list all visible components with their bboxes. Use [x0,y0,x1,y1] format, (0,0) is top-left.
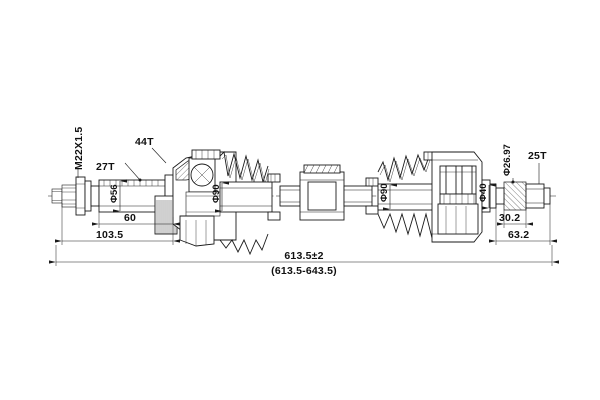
dimension-phi40: Φ40 [478,183,496,210]
dim-label-632: 63.2 [508,229,529,241]
dimension-25t: 25T [528,150,547,184]
outer-cv-joint [172,151,237,247]
dim-label-27t: 27T [96,161,115,173]
dim-label-1035: 103.5 [96,229,123,241]
center-damper-block [299,164,345,221]
dimension-302: 30.2 [497,208,533,228]
dimension-overall-length: 613.5±2 (613.5-643.5) [49,245,559,277]
dim-label-44t: 44T [135,136,154,148]
dimension-phi2697: Φ26.97 [502,144,515,184]
dimension-60: 60 [92,212,180,228]
inner-stub-shaft [495,181,551,211]
dimension-phi90-outer: Φ90 [211,181,229,213]
dim-label-phi40: Φ40 [478,183,489,202]
dimension-44t: 44T [135,136,167,164]
dimension-phi90-inner: Φ90 [379,183,397,211]
dimension-27t: 27T [96,161,142,182]
thread-crosshatch [62,187,76,205]
dimension-1035: 103.5 [55,203,180,245]
dim-label-25t: 25T [528,150,547,162]
dim-label-302: 30.2 [499,212,520,224]
dimension-632: 63.2 [489,204,557,245]
dimension-thread-spec: M22X1.5 [73,127,85,178]
left-threaded-stub [51,176,100,216]
dim-label-thread-spec: M22X1.5 [73,127,85,170]
ball-bearing-pocket [188,157,216,193]
dimension-phi56: Φ56 [109,179,127,213]
dim-label-phi90-outer: Φ90 [211,184,222,203]
main-shaft-left [279,185,301,207]
dim-label-phi56: Φ56 [109,184,120,203]
dim-label-overall-length: 613.5±2 [284,250,323,262]
inner-tripod-joint [431,151,497,243]
dim-label-60: 60 [124,212,136,224]
main-shaft-right [343,177,379,215]
dim-label-phi90-inner: Φ90 [379,183,390,202]
damper-clamp-hatch [303,164,339,174]
dim-label-overall-length-range: (613.5-643.5) [271,265,337,277]
dim-label-phi2697: Φ26.97 [502,144,513,176]
